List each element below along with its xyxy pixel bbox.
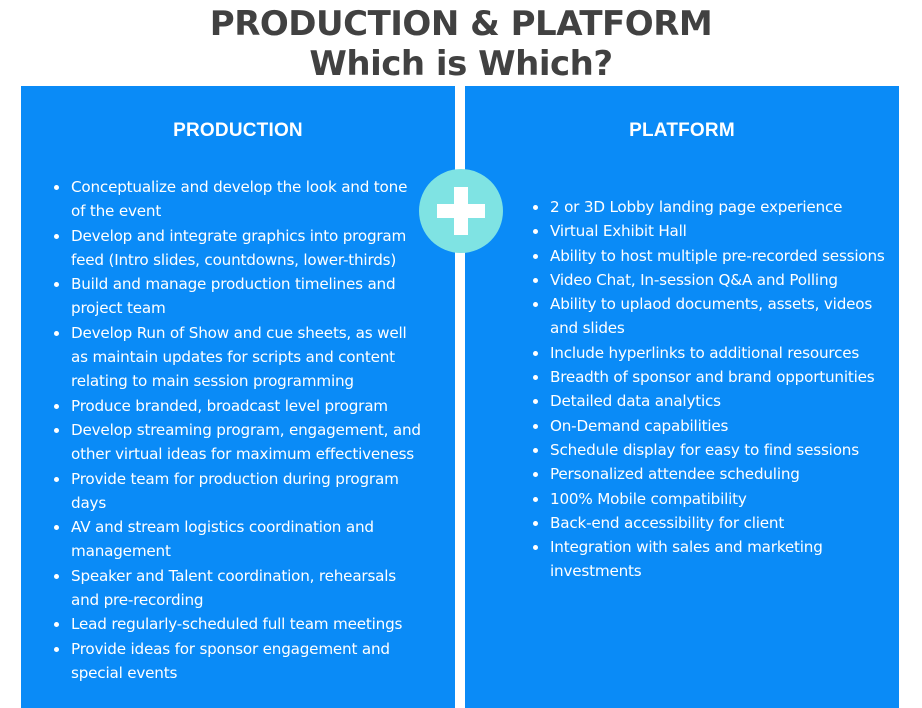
production-panel: PRODUCTION Conceptualize and develop the… <box>21 86 455 708</box>
page-title: PRODUCTION & PLATFORM Which is Which? <box>0 4 922 84</box>
plus-icon <box>419 169 503 253</box>
list-item: Personalized attendee scheduling <box>530 462 890 486</box>
list-item: 2 or 3D Lobby landing page experience <box>530 195 890 219</box>
platform-list: 2 or 3D Lobby landing page experience Vi… <box>530 195 890 584</box>
list-item: Video Chat, In-session Q&A and Polling <box>530 268 890 292</box>
list-item: Develop and integrate graphics into prog… <box>51 224 421 273</box>
list-item: On-Demand capabilities <box>530 414 890 438</box>
list-item: Integration with sales and marketing inv… <box>530 535 890 584</box>
list-item: Back-end accessibility for client <box>530 511 890 535</box>
list-item: Breadth of sponsor and brand opportuniti… <box>530 365 890 389</box>
platform-panel: PLATFORM 2 or 3D Lobby landing page expe… <box>465 86 899 708</box>
list-item: 100% Mobile compatibility <box>530 487 890 511</box>
list-item: Conceptualize and develop the look and t… <box>51 175 421 224</box>
list-item: Provide ideas for sponsor engagement and… <box>51 637 421 686</box>
list-item: Provide team for production during progr… <box>51 467 421 516</box>
production-list: Conceptualize and develop the look and t… <box>51 175 421 685</box>
list-item: AV and stream logistics coordination and… <box>51 515 421 564</box>
list-item: Ability to host multiple pre-recorded se… <box>530 244 890 268</box>
list-item: Include hyperlinks to additional resourc… <box>530 341 890 365</box>
list-item: Speaker and Talent coordination, rehears… <box>51 564 421 613</box>
list-item: Produce branded, broadcast level program <box>51 394 421 418</box>
list-item: Develop streaming program, engagement, a… <box>51 418 421 467</box>
production-heading: PRODUCTION <box>173 120 303 141</box>
title-line-2: Which is Which? <box>309 44 613 84</box>
title-line-1: PRODUCTION & PLATFORM <box>209 4 713 44</box>
list-item: Detailed data analytics <box>530 389 890 413</box>
list-item: Ability to uplaod documents, assets, vid… <box>530 292 890 341</box>
list-item: Schedule display for easy to find sessio… <box>530 438 890 462</box>
list-item: Lead regularly-scheduled full team meeti… <box>51 612 421 636</box>
list-item: Develop Run of Show and cue sheets, as w… <box>51 321 421 394</box>
platform-heading: PLATFORM <box>629 120 735 141</box>
plus-bar-vertical <box>454 187 468 235</box>
list-item: Virtual Exhibit Hall <box>530 219 890 243</box>
list-item: Build and manage production timelines an… <box>51 272 421 321</box>
